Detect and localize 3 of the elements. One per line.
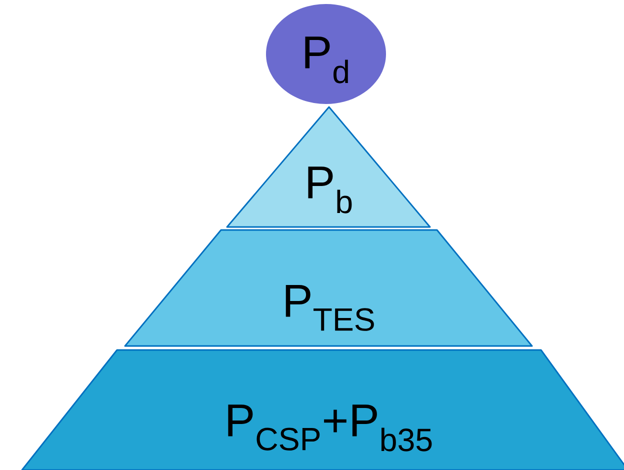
pyramid-layer: P$_{CSP}$+P$_{b35}$ <box>21 349 624 470</box>
pyramid-layer: P$_{TES}$ <box>124 229 533 347</box>
pyramid-layer: P$_{b}$ <box>226 106 431 228</box>
